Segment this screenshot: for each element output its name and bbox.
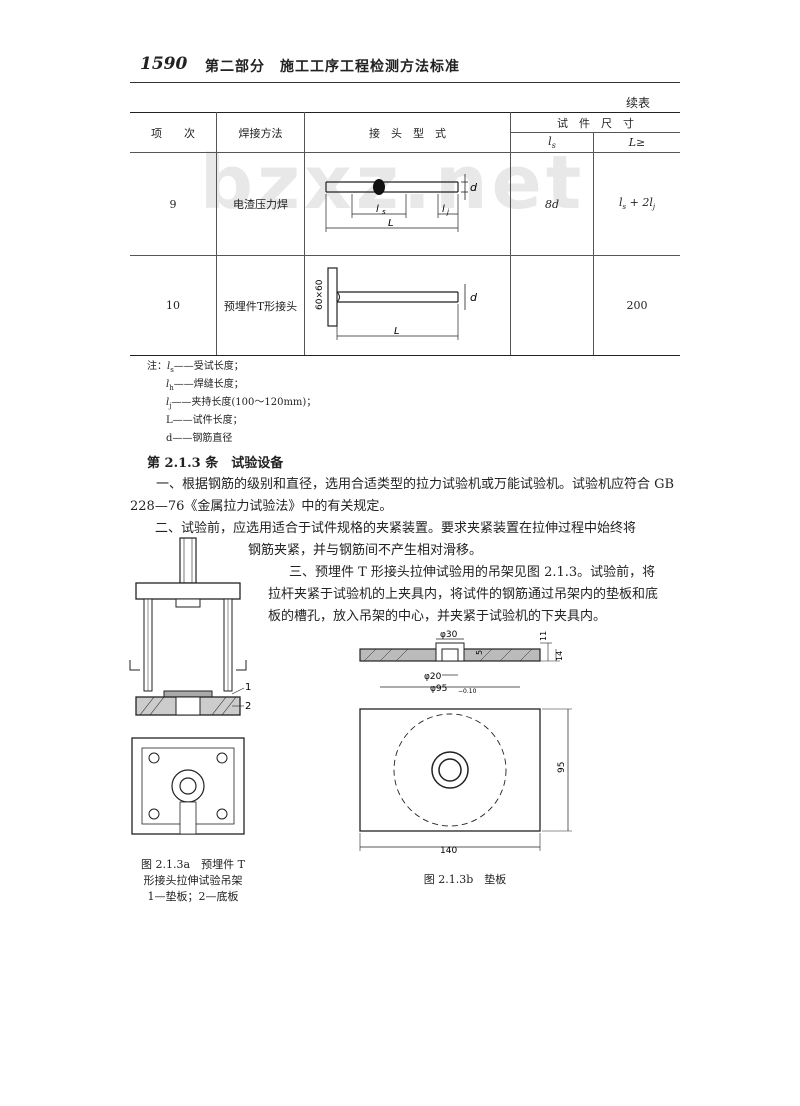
paragraph-3a: 三、预埋件 T 形接头拉伸试验用的吊架见图 2.1.3。试验前，将 — [289, 565, 656, 580]
figure-a-caption-3: 1—垫板；2—底板 — [147, 890, 239, 903]
page-header-title: 第二部分 施工工序工程检测方法标准 — [205, 59, 460, 75]
paragraph-2a: 二、试验前，应选用适合于试件规格的夹紧装置。要求夹紧装置在拉伸过程中始终将 — [155, 521, 637, 536]
label-d-2: d — [470, 291, 478, 304]
paragraph-3c: 板的槽孔，放入吊架的中心，并夹紧于试验机的下夹具内。 — [268, 609, 607, 624]
col-header-L: L≥ — [593, 132, 680, 153]
row-10-no: 10 — [130, 255, 217, 356]
dim-phi95: φ95 — [430, 684, 447, 694]
note-lj: lj——夹持长度(100～120mm)； — [166, 397, 317, 410]
paragraph-1: 一、根据钢筋的级别和直径，选用合适类型的拉力试验机或万能试验机。试验机应符合 G… — [130, 477, 675, 514]
row-9-method: 电渣压力焊 — [216, 152, 305, 256]
figure-a-caption-1: 图 2.1.3a 预埋件 T — [141, 858, 245, 871]
row-10-method: 预埋件T形接头 — [216, 255, 305, 356]
t-joint-diagram: 60×60 d L — [315, 267, 478, 340]
row-9-no: 9 — [130, 152, 217, 256]
figure-2-1-3b-pad-plate: φ30 φ20 φ95 −0.10 5 11 14 95 140 — [359, 630, 572, 856]
dim-95: 95 — [557, 762, 567, 773]
dim-140: 140 — [440, 846, 457, 856]
figure-a-caption-2: 形接头拉伸试验吊架 — [143, 874, 243, 887]
label-2: 2 — [245, 701, 251, 712]
figure-2-1-3a-hanger: 1 2 — [129, 537, 251, 835]
dim-11: 11 — [539, 631, 548, 641]
col-header-item: 项 次 — [130, 112, 217, 153]
dim-phi20: φ20 — [424, 672, 442, 682]
row-9-L: ls + 2lj — [593, 152, 680, 256]
continued-label: 续表 — [626, 96, 651, 110]
row-9-ls: 8d — [510, 152, 594, 256]
page-number: 1590 — [140, 54, 188, 74]
label-1: 1 — [245, 682, 251, 693]
label-L-2: L — [394, 326, 400, 337]
label-ls: l — [376, 204, 379, 215]
specimen-table: 项 次 焊接方法 接 头 型 式 试 件 尺 寸 ls L≥ 9 电渣压力焊 d — [130, 112, 680, 356]
header-rule — [130, 82, 680, 83]
label-plate: 60×60 — [315, 279, 325, 310]
label-L: L — [388, 218, 394, 229]
note-ls: 注：ls——受试长度； — [147, 361, 244, 374]
label-lj-sub: j — [446, 208, 449, 216]
dim-phi95-tol: −0.10 — [458, 688, 477, 695]
col-header-method: 焊接方法 — [216, 112, 305, 153]
paragraph-3b: 拉杆夹紧于试验机的上夹具内，将试件的钢筋通过吊架内的垫板和底 — [268, 587, 659, 602]
label-lj: l — [442, 204, 445, 215]
row-10-joint-figure: 60×60 d L — [304, 255, 511, 356]
col-header-joint: 接 头 型 式 — [304, 112, 511, 153]
dim-5: 5 — [475, 650, 484, 655]
col-header-ls: ls — [510, 132, 594, 153]
figure-b-caption: 图 2.1.3b 垫板 — [423, 873, 507, 886]
electroslag-joint-diagram: d l s l j L — [324, 173, 478, 232]
paragraph-2b: 钢筋夹紧，并与钢筋间不产生相对滑移。 — [248, 543, 483, 558]
dim-14: 14 — [555, 651, 564, 661]
note-L: L——试件长度； — [166, 415, 243, 426]
row-9-joint-figure: d l s l j L — [304, 152, 511, 256]
label-ls-sub: s — [382, 208, 386, 216]
note-lh: lh——焊缝长度； — [166, 379, 244, 392]
dim-phi30: φ30 — [440, 630, 458, 640]
col-header-size: 试 件 尺 寸 — [510, 112, 680, 133]
row-10-ls — [510, 255, 594, 356]
row-10-L: 200 — [593, 255, 680, 356]
section-heading: 第 2.1.3 条 试验设备 — [147, 456, 284, 471]
label-d: d — [470, 181, 478, 194]
note-d: d——钢筋直径 — [166, 433, 233, 444]
